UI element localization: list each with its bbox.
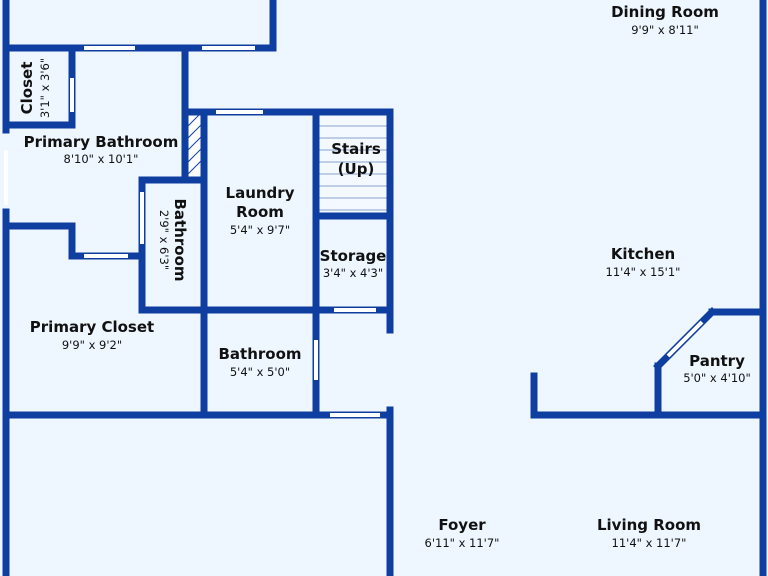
primary-closet-name: Primary Closet [30,318,154,336]
closet-dims: 3'1" x 3'6" [38,58,52,118]
living-room-name: Living Room [597,516,701,534]
foyer-name: Foyer [438,516,486,534]
hatched-chase [187,113,203,179]
closet-name: Closet [18,62,36,115]
bathroom-vertical-name: Bathroom [171,198,189,281]
stairs-treads [318,114,388,216]
windows [4,46,704,417]
stairs-name: Stairs [331,140,381,158]
primary-bathroom-dims: 8'10" x 10'1" [64,152,139,166]
bathroom-vertical-dims: 2'9" x 6'3" [157,210,171,270]
stairs-direction: (Up) [338,160,375,178]
laundry-room-dims: 5'4" x 9'7" [230,223,290,237]
laundry-room-name-1: Laundry [226,184,295,202]
primary-closet-dims: 9'9" x 9'2" [62,338,122,352]
foyer-dims: 6'11" x 11'7" [425,536,500,550]
kitchen-name: Kitchen [611,245,675,263]
dining-room-name: Dining Room [611,3,719,21]
bathroom-dims: 5'4" x 5'0" [230,365,290,379]
kitchen-dims: 11'4" x 15'1" [606,265,681,279]
living-room-dims: 11'4" x 11'7" [612,536,687,550]
storage-name: Storage [320,247,387,265]
laundry-room-name-2: Room [236,203,284,221]
primary-bathroom-name: Primary Bathroom [24,133,179,151]
storage-dims: 3'4" x 4'3" [323,266,383,280]
pantry-dims: 5'0" x 4'10" [683,371,751,385]
pantry-name: Pantry [689,352,745,370]
dining-room-dims: 9'9" x 8'11" [631,23,699,37]
bathroom-name: Bathroom [218,345,301,363]
